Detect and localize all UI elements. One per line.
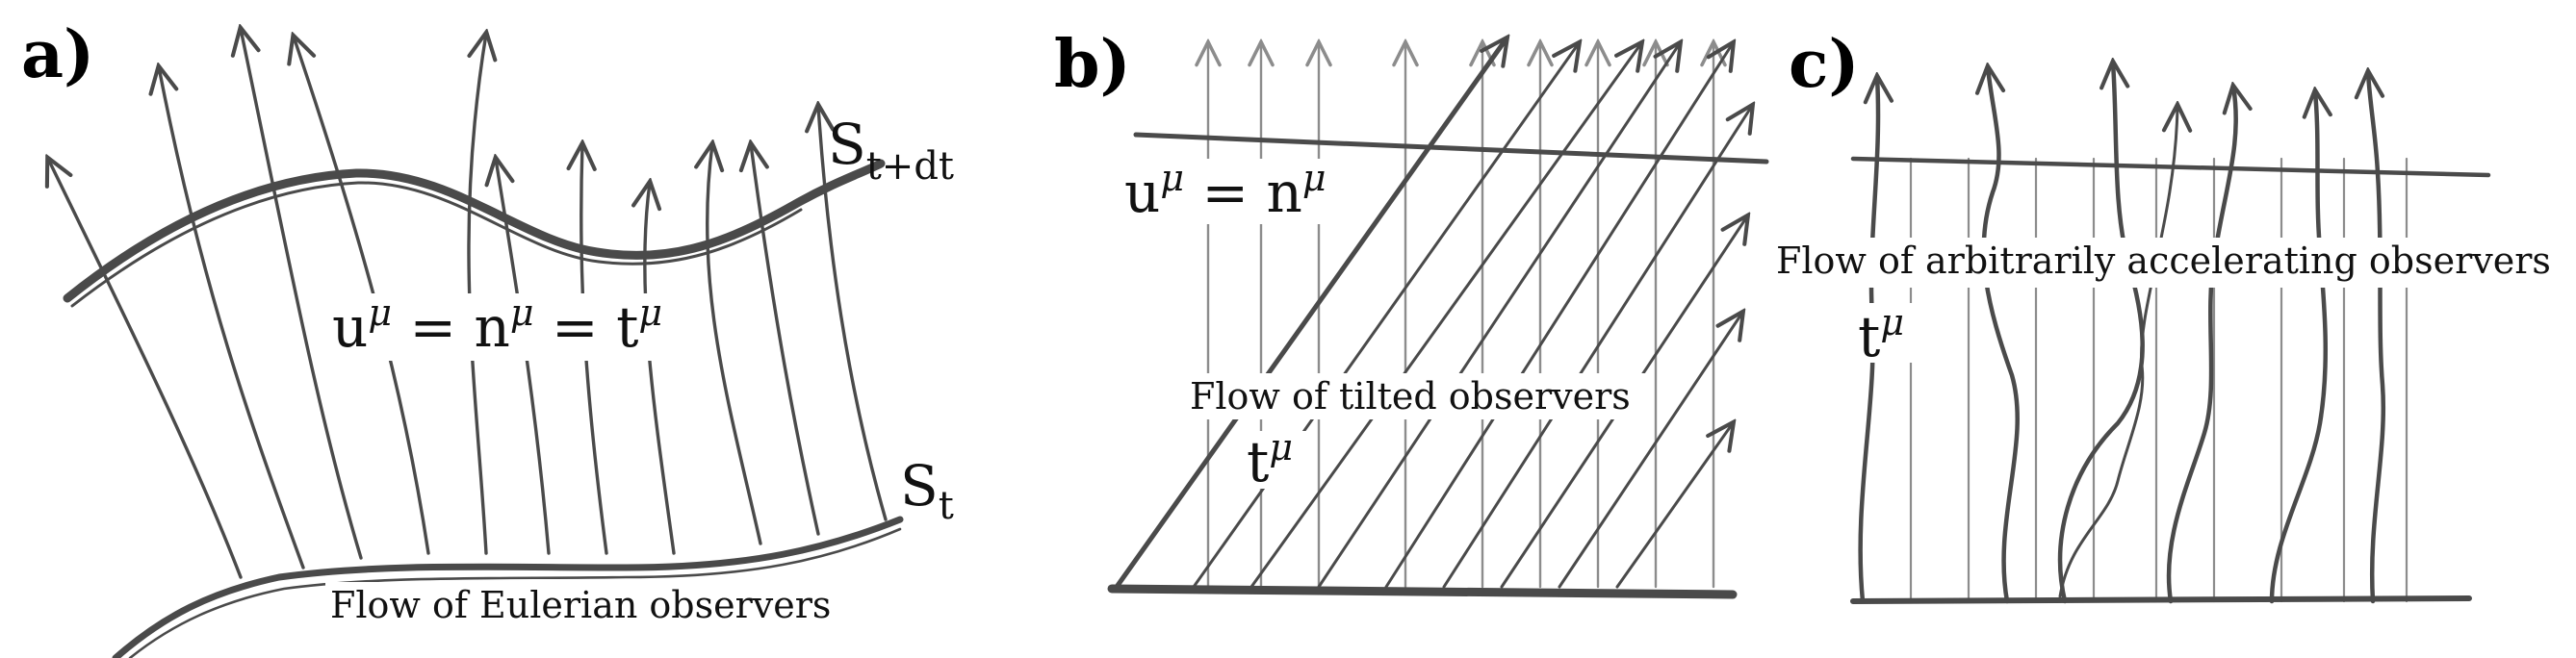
caption-a-bg bbox=[325, 582, 850, 628]
vector-b: tμ bbox=[1247, 426, 1293, 494]
panel-b-surface-bottom bbox=[1107, 584, 1738, 599]
vector-c: tμ bbox=[1858, 301, 1904, 369]
accelerating-worldline bbox=[1984, 67, 2020, 604]
equation-b: uμ = nμ bbox=[1124, 157, 1327, 225]
accelerating-worldline bbox=[2269, 91, 2326, 604]
accelerating-worldline bbox=[2368, 72, 2386, 604]
panel-c-normal-lines bbox=[1909, 157, 2409, 603]
tilted-worldline bbox=[1317, 43, 1680, 589]
tilted-worldline bbox=[1114, 38, 1507, 590]
panel-c: c) Flow of arbitrarily ac bbox=[1773, 26, 2564, 604]
worldline bbox=[241, 29, 363, 560]
panel-a: a) St+dt St uμ = nμ = tμ Flow of Euleria… bbox=[21, 16, 954, 658]
surface-bottom-label: St bbox=[900, 453, 954, 528]
tilted-worldline bbox=[1558, 313, 1742, 589]
worldline bbox=[159, 67, 305, 569]
panel-b-surface-top bbox=[1133, 132, 1769, 164]
surface-top-curve bbox=[63, 159, 886, 303]
panel-b-label: b) bbox=[1054, 26, 1131, 103]
tilted-worldline bbox=[1442, 106, 1752, 589]
worldline bbox=[751, 144, 820, 536]
tilted-worldline bbox=[1615, 423, 1733, 589]
worldline bbox=[48, 159, 243, 579]
panel-c-surface-top bbox=[1850, 156, 2491, 178]
caption-c: Flow of arbitrarily accelerating observe… bbox=[1776, 240, 2551, 282]
caption-a: Flow of Eulerian observers bbox=[330, 584, 831, 626]
equation-a-bg bbox=[325, 293, 696, 361]
panel-c-surface-bottom bbox=[1850, 595, 2472, 604]
caption-b-bg bbox=[1186, 373, 1650, 419]
panel-b: b) uμ = nμ bbox=[1054, 26, 1769, 599]
panel-a-label: a) bbox=[21, 16, 94, 93]
worldline bbox=[645, 183, 676, 555]
equation-b-bg bbox=[1121, 159, 1352, 224]
caption-b: Flow of tilted observers bbox=[1190, 375, 1631, 418]
surface-bottom-curve bbox=[112, 516, 904, 658]
panel-b-tilted-observers bbox=[1114, 38, 1752, 590]
panel-b-normal-observers bbox=[1208, 43, 1713, 589]
worldline bbox=[708, 144, 762, 545]
tilted-worldline bbox=[1192, 43, 1579, 589]
accelerating-worldline bbox=[2166, 87, 2236, 604]
vector-b-bg bbox=[1244, 431, 1307, 489]
vector-c-bg bbox=[1853, 303, 1919, 363]
surface-bottom-curve-shadow bbox=[128, 527, 902, 658]
accelerating-worldline bbox=[2057, 63, 2145, 604]
equation-a: uμ = nμ = tμ bbox=[332, 291, 662, 360]
accelerating-worldline bbox=[2058, 106, 2177, 598]
tilted-worldline bbox=[1384, 43, 1733, 589]
panel-c-accelerating-observers bbox=[1858, 63, 2386, 604]
caption-c-bg bbox=[1773, 238, 2564, 288]
surface-top-label: St+dt bbox=[828, 112, 954, 189]
worldline bbox=[818, 106, 888, 521]
tilted-worldline bbox=[1249, 43, 1641, 589]
surface-top-curve-shadow bbox=[70, 181, 803, 308]
panel-c-label: c) bbox=[1789, 26, 1860, 103]
